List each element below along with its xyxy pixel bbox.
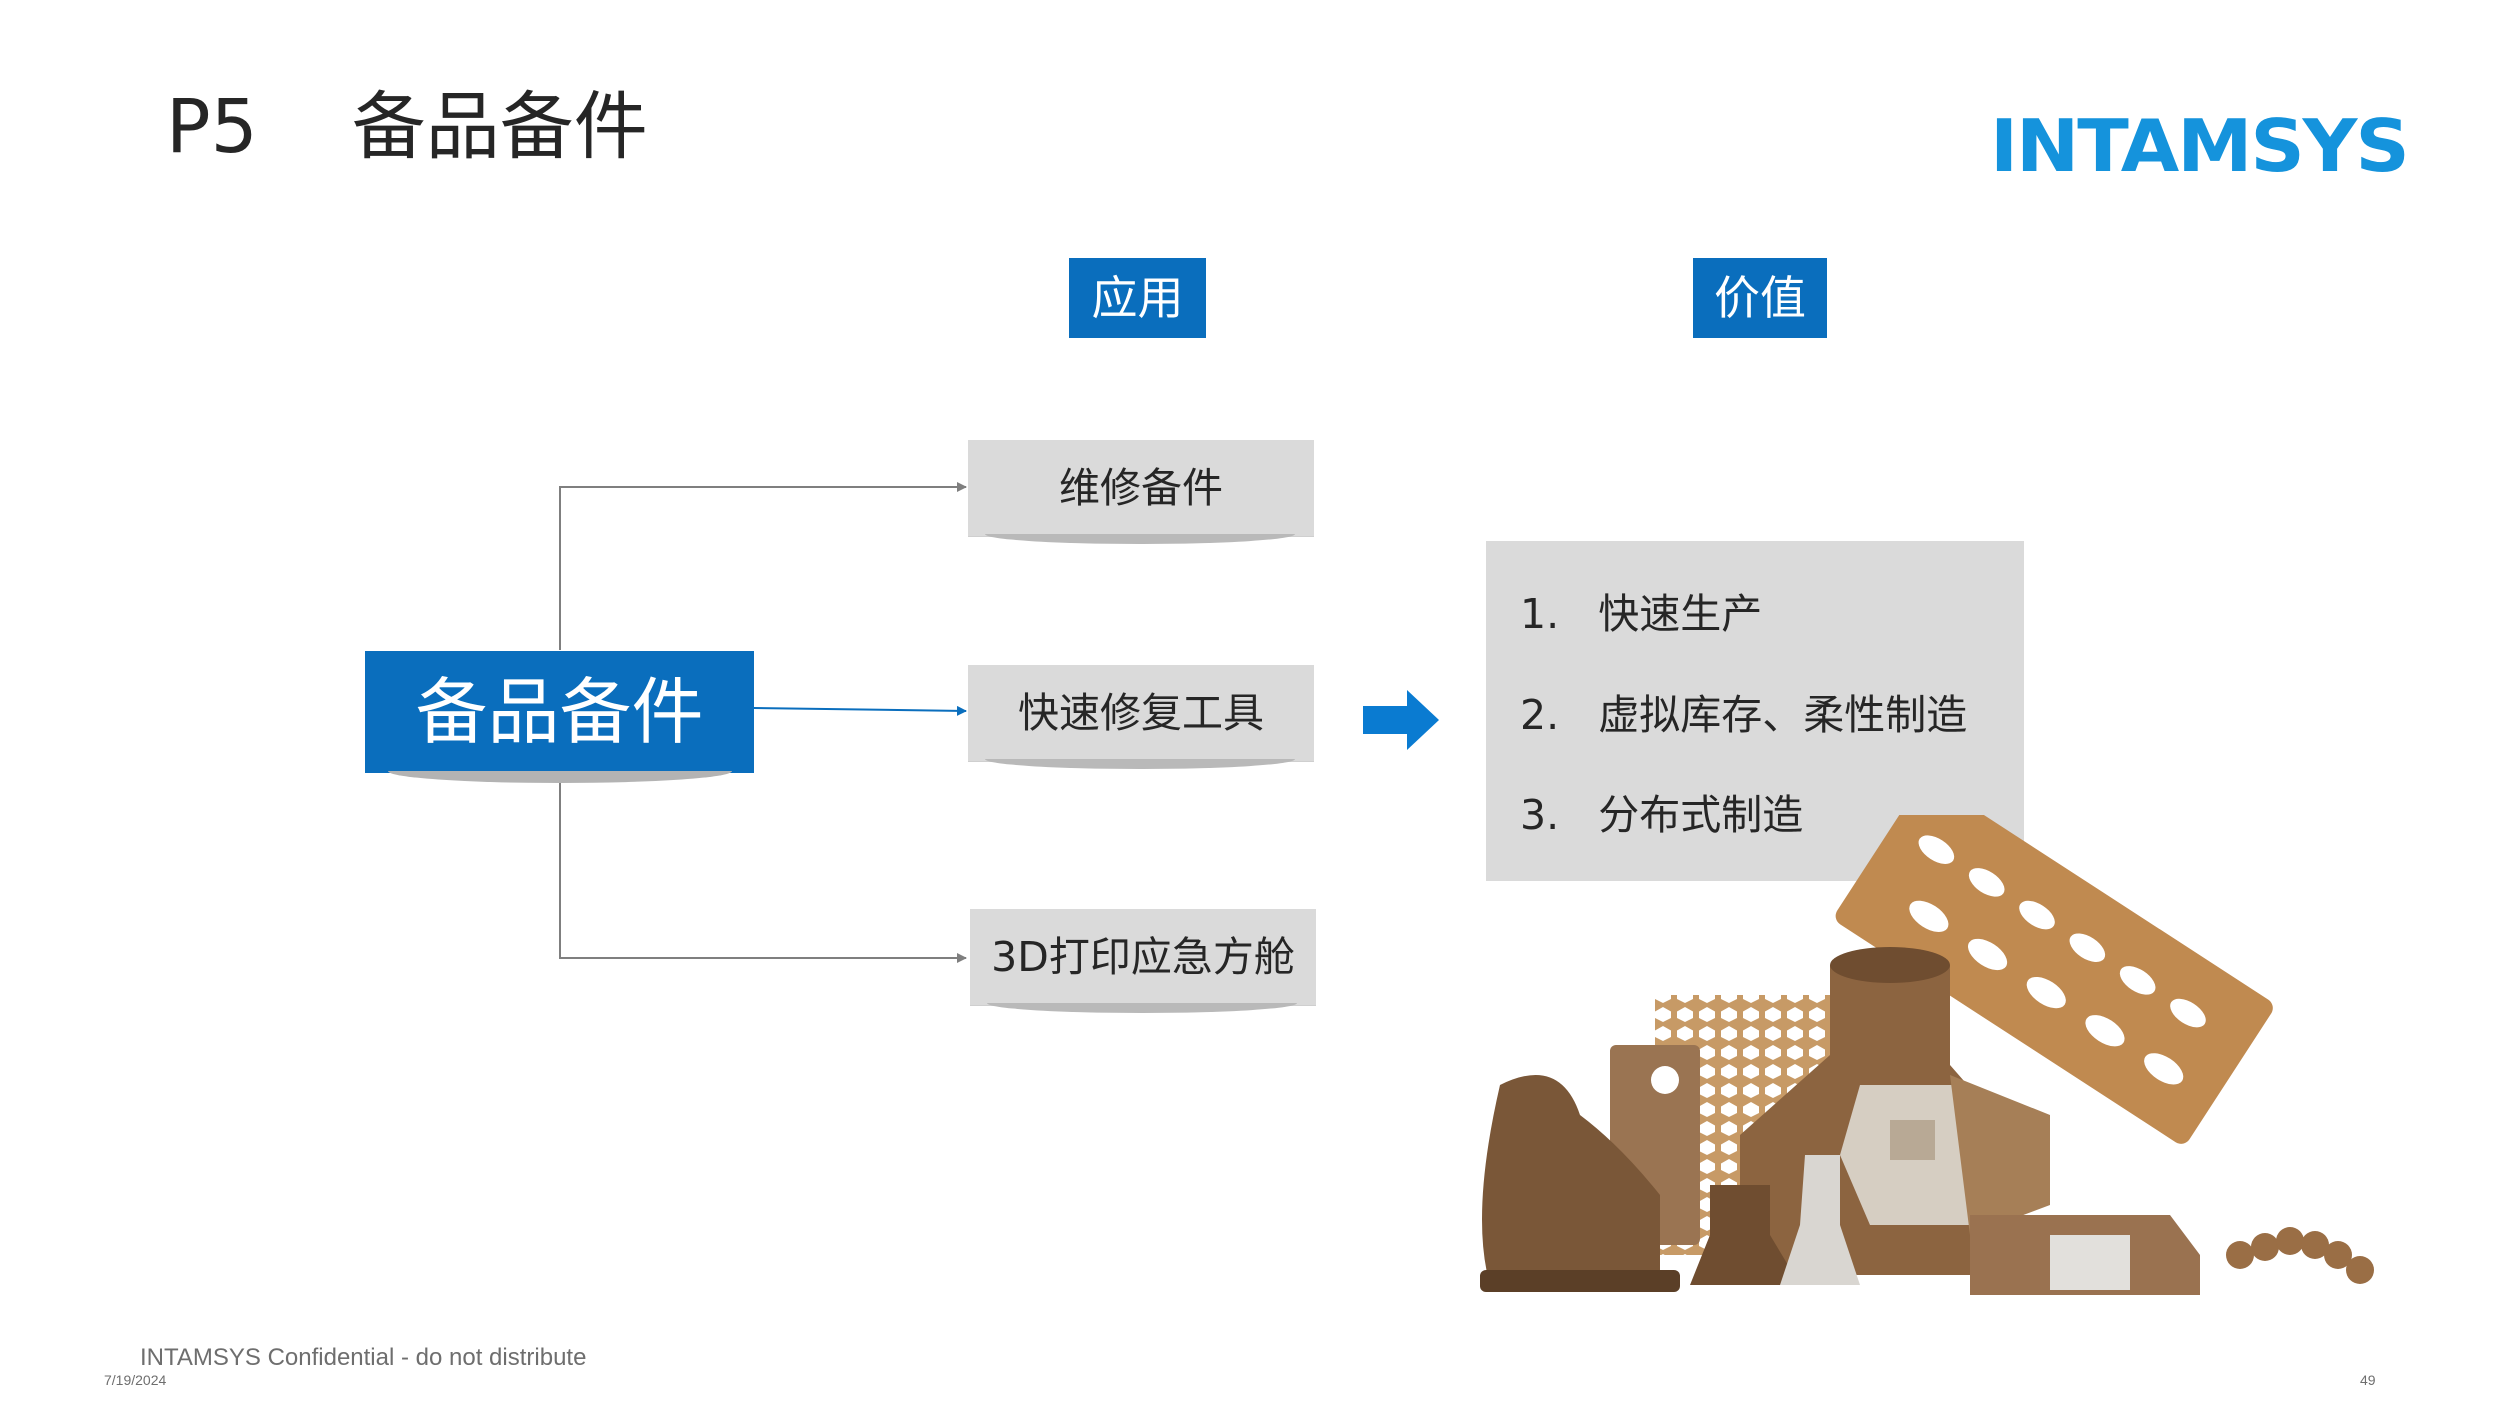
box-shadow [985,534,1295,544]
center-box-shadow [388,771,732,783]
slide-date: 7/19/2024 [104,1372,167,1388]
connector-arrow-icon [559,772,967,963]
value-item: 1. 快速生产 [1520,590,1763,638]
application-item: 3D打印应急方舱 [970,909,1316,1005]
application-label: 3D打印应急方舱 [991,933,1295,981]
connector-arrow-icon [753,705,967,716]
application-label: 维修备件 [1059,464,1223,512]
value-item: 3. 分布式制造 [1520,791,1804,839]
value-item: 2. 虚拟库存、柔性制造 [1520,691,1968,739]
application-item: 快速修复工具 [968,665,1314,761]
application-item: 维修备件 [968,440,1314,536]
printed-parts-photo [1480,815,2374,1295]
header-value: 价值 [1693,258,1827,338]
center-topic-box: 备品备件 [365,651,754,773]
center-topic-label: 备品备件 [415,670,704,754]
connector-arrow-icon [559,482,967,650]
box-shadow [985,759,1295,769]
right-arrow-icon [1363,690,1439,750]
box-shadow [987,1003,1297,1013]
header-application: 应用 [1069,258,1206,338]
slide-title: P5 备品备件 [166,84,648,170]
application-label: 快速修复工具 [1018,689,1264,737]
intamsys-logo: INTAMSYS [1990,104,2410,188]
confidential-footer: INTAMSYS Confidential - do not distribut… [140,1344,587,1371]
page-number: 49 [2360,1372,2376,1388]
